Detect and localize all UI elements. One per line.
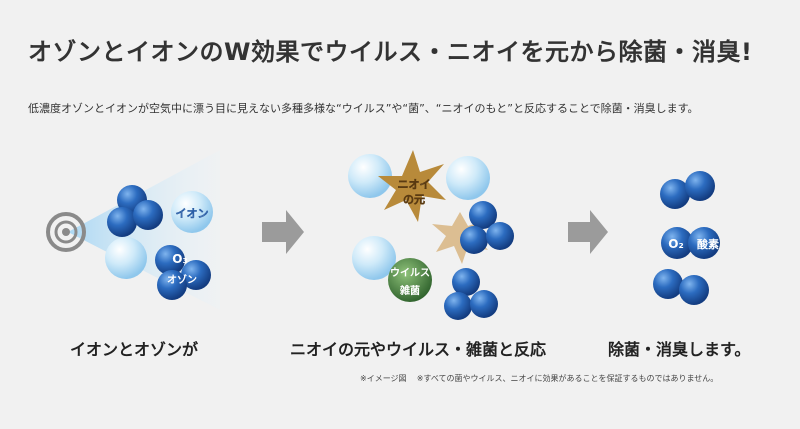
svg-text:ウイルス: ウイルス <box>390 267 430 279</box>
odor-spark: ニオイ の元 <box>378 150 446 222</box>
svg-text:ニオイ: ニオイ <box>398 178 431 191</box>
description: 低濃度オゾンとイオンが空気中に漂う目に見えない多種多様な“ウイルス”や“菌”、“… <box>28 102 699 115</box>
svg-text:の元: の元 <box>403 193 425 206</box>
oxygen-molecule-2: O₂ 酸素 <box>661 227 720 259</box>
svg-text:雑菌: 雑菌 <box>399 284 420 297</box>
footnote: ※イメージ図 ※すべての菌やウイルス、ニオイに効果があることを保証するものではあ… <box>360 373 718 384</box>
step1-caption: イオンとオゾンが <box>70 340 199 359</box>
ion-label: イオン <box>176 207 209 220</box>
arrow-icon-2 <box>568 210 608 254</box>
page-title: オゾンとイオンのW効果でウイルス・ニオイを元から除菌・消臭! <box>28 38 753 66</box>
oxygen-molecule-3 <box>653 269 709 305</box>
ozone-label: オゾン <box>167 273 197 286</box>
ion-ball-4 <box>446 156 490 200</box>
ozone-molecule-2: O₃ オゾン <box>155 245 211 300</box>
step3-caption: 除菌・消臭します。 <box>608 340 751 359</box>
ion-ball-5 <box>352 236 396 280</box>
oxygen-label: 酸素 <box>697 237 719 251</box>
oxygen-molecule-1 <box>660 171 715 209</box>
ozone-molecule-4 <box>444 268 498 320</box>
ozone-molecule-1 <box>107 185 163 237</box>
ozone-molecule-3 <box>460 201 514 254</box>
o2-label: O₂ <box>668 237 683 251</box>
o3-label: O₃ <box>172 252 187 266</box>
emitter-icon <box>46 212 86 252</box>
disclaimer: ※すべての菌やウイルス、ニオイに効果があることを保証するものではありません。 <box>416 374 719 383</box>
arrow-icon-1 <box>262 210 304 254</box>
step2-caption: ニオイの元やウイルス・雑菌と反応 <box>290 340 547 359</box>
ion-ball-2 <box>105 237 147 279</box>
virus-ball: ウイルス 雑菌 <box>388 258 432 302</box>
image-note: ※イメージ図 <box>360 374 407 383</box>
ion-ball: イオン <box>171 191 213 233</box>
ion-ball-3 <box>348 154 392 198</box>
